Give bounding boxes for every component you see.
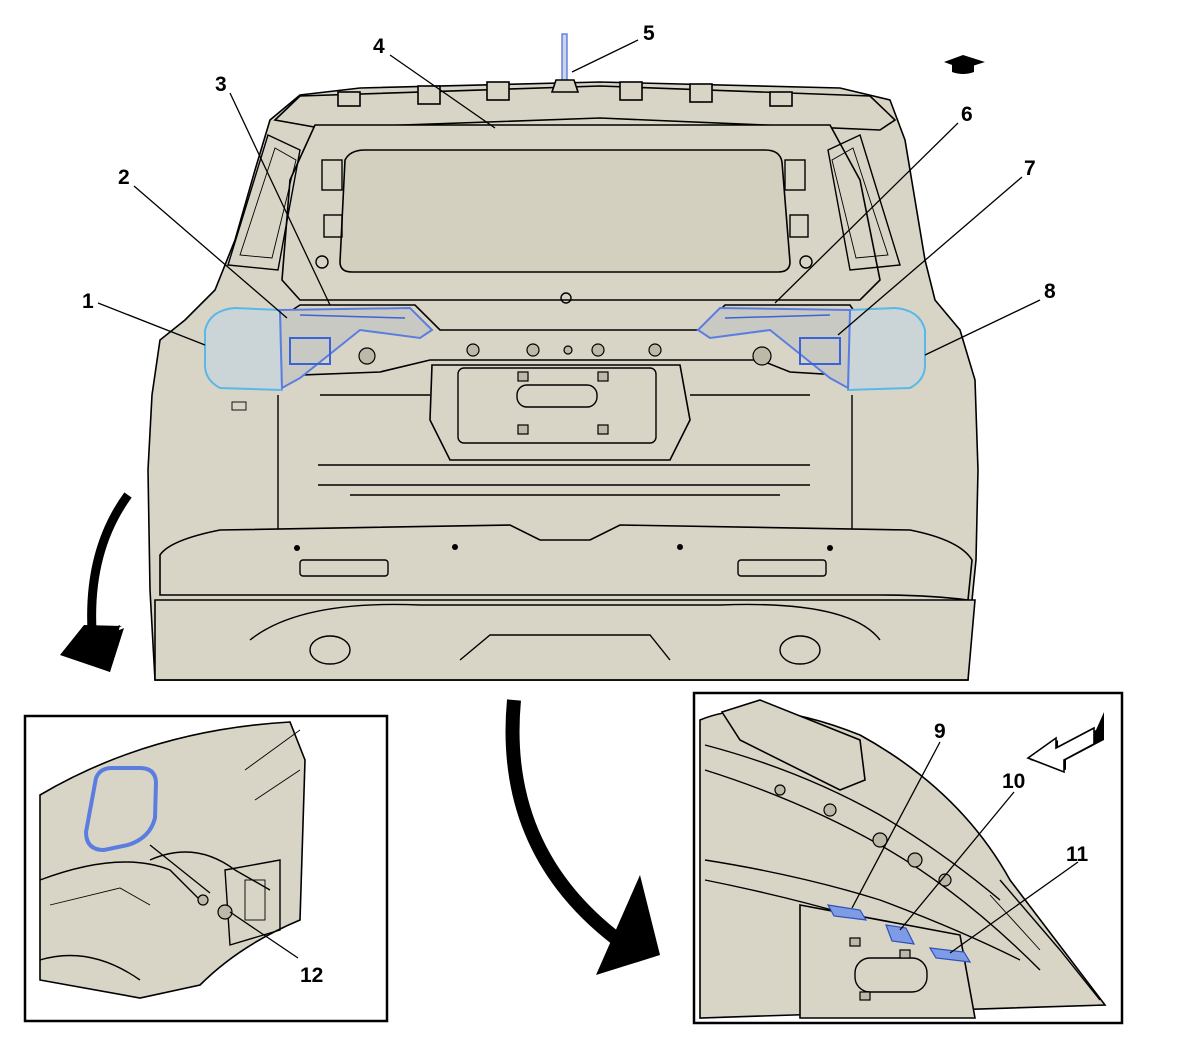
callout-2: 2 <box>118 166 130 189</box>
antenna <box>550 33 580 93</box>
vehicle-rear-view <box>147 33 979 681</box>
right-quarter-window <box>827 134 901 271</box>
liftgate-camera-10 <box>885 924 916 945</box>
left-body-tail-lamp <box>204 306 284 392</box>
plate-mounts <box>517 371 609 435</box>
left-liftgate-tail-lamp <box>278 306 434 390</box>
fuel-door <box>83 766 159 853</box>
left-bumper-reflector <box>299 559 389 577</box>
curved-arrow-icon <box>505 699 660 975</box>
rear-window <box>339 149 791 273</box>
callout-6: 6 <box>961 103 973 126</box>
liftgate-switch-9 <box>826 904 868 921</box>
rear-bumper <box>159 524 973 601</box>
lower-fascia <box>154 599 976 681</box>
callout-4: 4 <box>373 35 385 58</box>
callout-1: 1 <box>82 290 94 313</box>
callout-9: 9 <box>934 720 946 743</box>
left-quarter-window <box>227 134 301 271</box>
callout-11: 11 <box>1066 843 1089 866</box>
license-plate-pocket <box>429 364 691 461</box>
callout-5: 5 <box>643 22 655 45</box>
callout-8: 8 <box>1044 280 1056 303</box>
roof-mounts <box>337 81 793 107</box>
liftgate-emblem <box>560 292 572 304</box>
callout-12: 12 <box>300 964 323 987</box>
left-backup-lamp <box>289 337 331 365</box>
right-liftgate-tail-lamp <box>696 306 852 390</box>
inset-left-fuel-door <box>23 714 389 1023</box>
bumper-sensors <box>294 544 833 551</box>
inset-bolts <box>774 784 952 1001</box>
right-backup-lamp <box>799 337 841 365</box>
view-direction-arrow-icon <box>1026 712 1104 774</box>
callout-10: 10 <box>1002 770 1025 793</box>
curved-arrow-icon <box>60 492 132 672</box>
leader-lines <box>97 39 1041 356</box>
liftgate-handle <box>516 384 598 408</box>
callout-7: 7 <box>1024 157 1036 180</box>
right-body-tail-lamp <box>846 306 926 392</box>
graduation-cap-icon <box>944 55 985 74</box>
glass-brackets <box>315 159 813 269</box>
right-bumper-reflector <box>737 559 827 577</box>
callout-3: 3 <box>215 73 227 96</box>
liftgate-bolts <box>358 343 772 366</box>
